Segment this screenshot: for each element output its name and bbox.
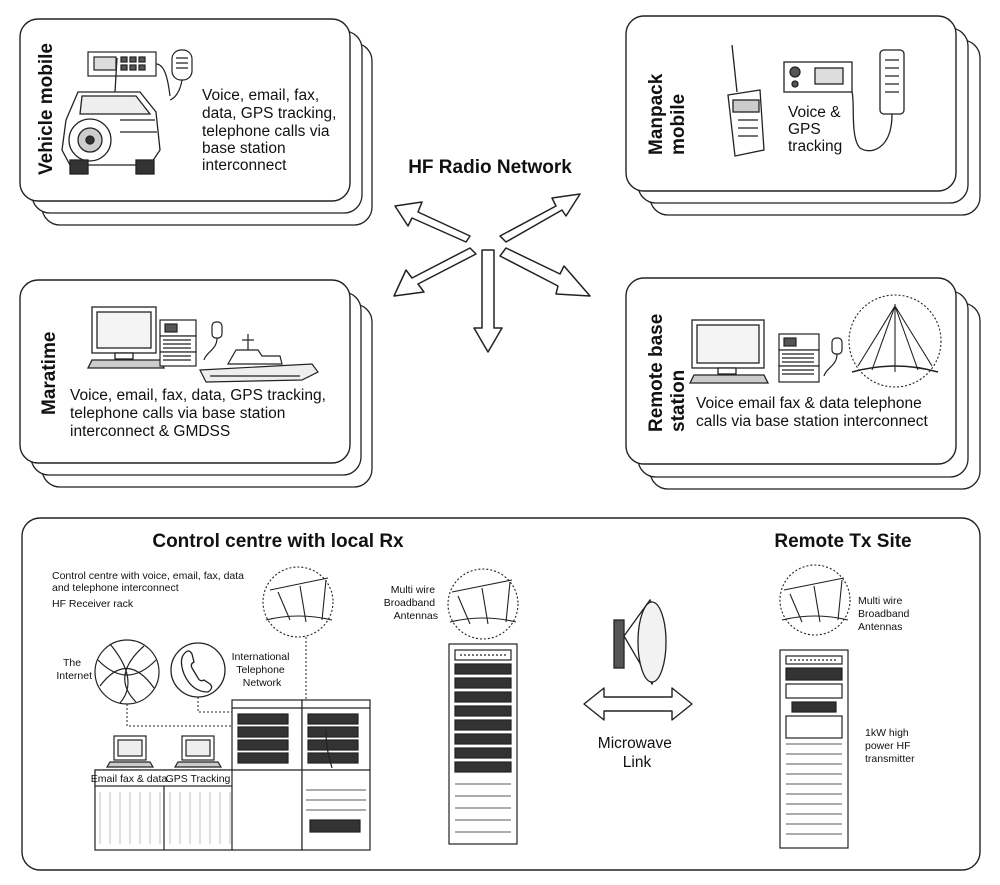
remote-base-desc-line: Voice email fax & data telephone (696, 395, 922, 412)
vehicle-car-icon (61, 57, 161, 175)
maritime-ship-icon (199, 334, 319, 383)
vehicle-desc-line: telephone calls via (202, 123, 330, 140)
vehicle-mobile-card: Vehicle mobile Voice, email, fax, (19, 18, 373, 226)
svg-text:Voice, email, fax, data, GPS t: Voice, email, fax, data, GPS tracking, t… (70, 387, 330, 440)
remote-base-desc-line: calls via base station interconnect (696, 413, 928, 430)
arrow-to-control (473, 249, 503, 353)
svg-text:Microwave Link: Microwave Link (598, 735, 676, 771)
remote-base-label-line: Remote base (646, 314, 667, 432)
svg-text:Voice, email, fax, data,: Voice, email, fax, data, GPS tracking, t… (202, 87, 341, 174)
internet-globe-icon (94, 639, 160, 705)
arrow-to-vehicle (394, 201, 471, 243)
transmitter-label-line: transmitter (865, 753, 915, 765)
control-broadband-antenna-icon (447, 568, 519, 640)
vehicle-desc-line: Voice, email, fax, (202, 87, 319, 104)
control-desks (94, 735, 234, 851)
maritime-computer-icon (86, 306, 166, 369)
network-arrows (393, 193, 591, 353)
svg-text:Multi wire Broadband: Multi wire Broadband Antennas (858, 595, 912, 633)
svg-text:1kW high power HF: 1kW high power HF transmitter (865, 727, 915, 765)
svg-text:International Telephone: International Telephone Network (232, 651, 293, 689)
manpack-mobile-card: Manpack mobile Voice & GPS tracking (625, 15, 981, 216)
manpack-desc-line: GPS (788, 121, 821, 138)
svg-text:Remote base station: Remote base station (646, 308, 689, 432)
receiver-rack-label: HF Receiver rack (52, 598, 134, 610)
telephone-icon (170, 642, 226, 698)
remote-base-radio-stack-icon (778, 333, 843, 383)
svg-text:The Internet: The Internet (56, 657, 92, 682)
remote-tx-antenna-label-line: Broadband (858, 608, 910, 620)
microwave-dish-icon (613, 598, 667, 686)
manpack-label-line: mobile (668, 94, 689, 155)
maritime-desc-line: telephone calls via base station (70, 405, 285, 422)
control-note-line: and telephone interconnect (52, 582, 179, 594)
svg-text:Voice & GPS tracki: Voice & GPS tracking (788, 104, 845, 155)
manpack-label-line: Manpack (646, 73, 667, 155)
remote-tx-antenna-label-line: Antennas (858, 621, 902, 633)
vehicle-desc-line: data, GPS tracking, (202, 105, 336, 122)
internet-label-line: Internet (56, 670, 92, 682)
control-connection-lines (126, 637, 307, 727)
internet-label-line: The (63, 657, 81, 669)
manpack-radio-icon (727, 44, 905, 157)
hf-receiver-racks (231, 699, 371, 851)
microwave-label-line: Microwave (598, 735, 672, 752)
network-title: HF Radio Network (408, 157, 572, 178)
microwave-link-arrow (583, 687, 693, 721)
control-antenna-label-line: Antennas (394, 610, 438, 622)
bottom-panel: Control centre with local Rx Remote Tx S… (21, 517, 981, 871)
remote-base-card: Remote base station Voice email fax & da… (625, 277, 981, 490)
svg-text:Multi wire Broadband: Multi wire Broadband Antennas (384, 584, 438, 622)
manpack-desc-line: Voice & (788, 104, 841, 121)
telephone-label-line: International (232, 651, 290, 663)
control-antenna-label-line: Broadband (384, 597, 436, 609)
svg-text:Voice email fax & data telepho: Voice email fax & data telephone calls v… (696, 395, 928, 430)
vehicle-radio-icon (87, 49, 193, 101)
transmitter-label-line: power HF (865, 740, 911, 752)
remote-base-antenna-icon (848, 294, 942, 388)
maritime-desc-line: Voice, email, fax, data, GPS tracking, (70, 387, 326, 404)
maritime-radio-stack-icon (159, 319, 223, 367)
arrow-to-remote-base (499, 247, 591, 297)
control-tall-rack (448, 643, 518, 845)
desk-label-gps: GPS Tracking (166, 773, 231, 785)
arrow-to-manpack (499, 193, 581, 243)
control-note-line: Control centre with voice, email, fax, d… (52, 570, 244, 582)
local-rx-antenna-icon (262, 566, 334, 638)
maritime-desc-line: interconnect & GMDSS (70, 423, 230, 440)
maritime-label: Maratime (39, 332, 60, 415)
remote-tx-antenna-icon (779, 564, 851, 636)
maritime-card: Maratime Voice, email, fax, data, GPS tr… (19, 279, 373, 488)
svg-text:Control centre with voice, ema: Control centre with voice, email, fax, d… (52, 570, 247, 594)
transmitter-label-line: 1kW high (865, 727, 909, 739)
remote-tx-antenna-label-line: Multi wire (858, 595, 902, 607)
vehicle-desc-line: base station (202, 140, 286, 157)
telephone-label-line: Network (243, 677, 282, 689)
vehicle-desc-line: interconnect (202, 157, 287, 174)
remote-base-computer-icon (688, 319, 770, 384)
desk-label-email: Email fax & data (91, 773, 168, 785)
manpack-desc-line: tracking (788, 138, 842, 155)
telephone-label-line: Telephone (236, 664, 285, 676)
svg-text:Manpack mobile: Manpack mobile (646, 68, 689, 155)
transmitter-rack (779, 649, 849, 849)
remote-base-label-line: station (668, 370, 689, 432)
microwave-label-line: Link (623, 754, 652, 771)
control-centre-title: Control centre with local Rx (152, 531, 404, 552)
control-antenna-label-line: Multi wire (391, 584, 435, 596)
arrow-to-maritime (393, 247, 477, 297)
remote-tx-title: Remote Tx Site (774, 531, 911, 552)
vehicle-mobile-label: Vehicle mobile (36, 43, 57, 175)
